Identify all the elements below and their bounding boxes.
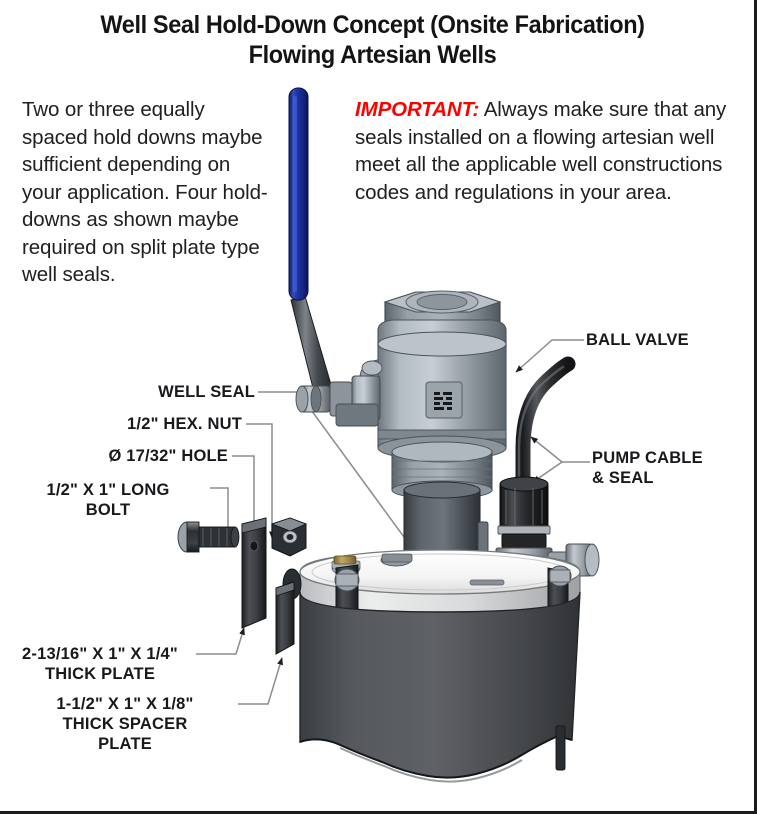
ball-valve-handle [288,87,333,393]
pump-head-riser [391,441,493,573]
callout-ball-valve: BALL VALVE [586,331,689,349]
callout-well-seal: WELL SEAL [158,383,255,401]
page-title: Well Seal Hold-Down Concept (Onsite Fabr… [22,10,722,70]
important-label: IMPORTANT: [355,98,480,121]
valve-side-coupling [295,375,381,427]
spacer-plate-part [275,581,295,655]
hold-down-bolt [177,521,240,553]
important-body: Always make sure that any seals installe… [355,98,727,204]
callout-bolt: 1/2" X 1" LONG BOLT [46,481,170,519]
hold-down-note: Two or three equally spaced hold downs m… [22,98,268,286]
well-casing [299,591,581,783]
exploded-hardware [177,517,308,655]
hex-nut-part [270,517,308,557]
leader-lines [196,339,590,705]
important-note: IMPORTANT: Always make sure that any sea… [355,96,730,206]
callout-hex-nut: 1/2" HEX. NUT [127,415,242,433]
well-seal-top-plate [282,549,581,613]
callout-pump-cable: PUMP CABLE & SEAL [592,449,703,487]
title-line-1: Well Seal Hold-Down Concept (Onsite Fabr… [100,11,645,39]
title-line-2: Flowing Artesian Wells [248,41,497,69]
callout-hole: Ø 17/32" HOLE [108,447,228,465]
pump-cable [515,356,576,494]
pump-cable-seal-gland [495,476,600,579]
ball-valve-body [359,290,507,461]
thick-plate-part [241,517,267,629]
installed-hold-downs [334,564,572,653]
callout-spacer-plate: 1-1/2" X 1" X 1/8" THICK SPACER PLATE [56,695,194,753]
callout-thick-plate: 2-13/16" X 1" X 1/4" THICK PLATE [22,645,178,683]
